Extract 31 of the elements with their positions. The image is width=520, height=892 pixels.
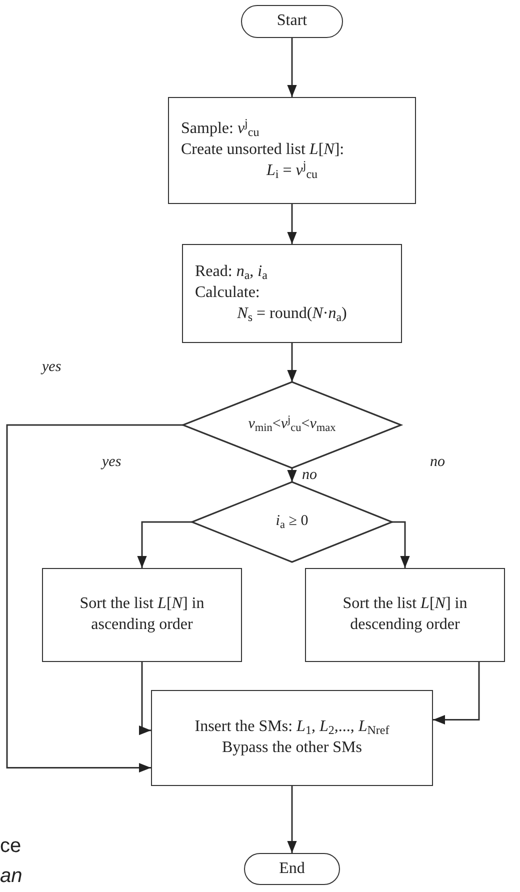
- node-text: Create unsorted list L[N]:: [181, 140, 346, 160]
- arrow: [287, 38, 297, 97]
- arrow: [287, 343, 297, 382]
- node-text: Insert the SMs: L$_{1}$, L$_{2}$,..., L$_{Nref}$: [194, 717, 390, 738]
- text-fragment: ce: [0, 836, 22, 856]
- process-box: [42, 568, 242, 662]
- process-box: [168, 97, 416, 204]
- node-text: Sort the list L[N] in ascending order: [78, 594, 206, 635]
- node-text: Start: [276, 11, 308, 32]
- arrow: [139, 662, 151, 736]
- node-text: Calculate:: [195, 283, 261, 304]
- arrow: [392, 521, 410, 568]
- arrow: [287, 468, 297, 482]
- arrow: [137, 521, 192, 568]
- arrow: [433, 662, 480, 725]
- node-text: Sort the list L[N] in descending order: [342, 594, 468, 635]
- process-box: [305, 568, 505, 662]
- node-text: v$_{min}$<v$^{j}$$_{cu}$<v$_{max}$: [248, 415, 336, 435]
- node-text: i$_{a}$ ≥ 0: [276, 512, 308, 532]
- terminal-pill: [244, 853, 340, 885]
- process-box: [182, 244, 402, 343]
- arrow: [6, 424, 183, 773]
- arrow: [287, 786, 297, 853]
- process-box: [151, 690, 433, 786]
- node-text: N$_{s}$ = round(N·n$_{a}$): [236, 304, 348, 325]
- terminal-pill: [241, 5, 343, 38]
- node-text: Bypass the other SMs: [221, 738, 363, 758]
- text-fragment: an: [0, 866, 22, 886]
- node-text: Read: n$_{a}$, i$_{a}$: [195, 262, 268, 284]
- arrow: [287, 204, 297, 244]
- node-text: End: [279, 858, 305, 879]
